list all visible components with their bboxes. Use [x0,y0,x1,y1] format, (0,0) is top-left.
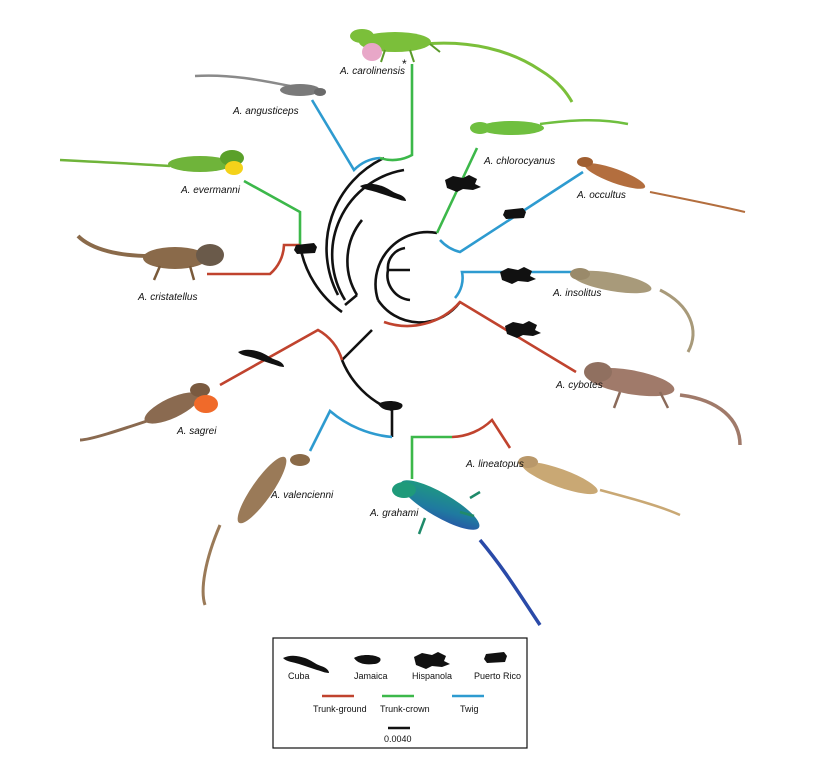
legend: Cuba Jamaica Hispanola Puerto Rico Trunk… [272,637,528,749]
branch-sagrei [219,328,344,387]
branch-cybotes [383,300,577,374]
branch-carolinensis [379,64,414,162]
hispanola-icon [414,652,450,669]
label-grahami: A. grahami [369,508,419,519]
label-valencienni: A. valencienni [270,490,334,501]
lizard-sagrei-image [79,383,218,442]
lizard-grahami-image [392,480,542,626]
label-insolitus: A. insolitus [552,288,601,299]
branch-arc [330,168,405,301]
tree-internal-branches [298,156,462,437]
label-carolinensis-star: * [402,57,407,71]
lizard-cybotes-image [584,362,742,446]
branch-arc [386,246,406,271]
legend-trunk-ground-label: Trunk-ground [313,704,367,714]
lizard-carolinensis-image [350,29,574,103]
branch-evermanni [243,179,302,245]
label-evermanni: A. evermanni [180,185,241,196]
branch-arc [386,269,411,302]
cuba-silhouette-marker [238,349,284,367]
tree-ecomorph-branches [207,64,584,479]
legend-trunk-crown-label: Trunk-crown [380,704,430,714]
lizard-angusticeps-image [194,74,326,96]
jamaica-silhouette-marker [378,401,403,411]
branch-arc [325,156,385,296]
branch-lineatopus [451,417,512,449]
lizard-chlorocyanus-image [470,119,629,135]
puerto-rico-icon [484,652,507,663]
branch-arc [374,230,438,301]
branch-stem [341,329,373,361]
label-sagrei: A. sagrei [176,426,217,437]
legend-scale-label: 0.0040 [384,734,412,744]
label-occultus: A. occultus [576,190,626,201]
legend-twig-label: Twig [460,704,479,714]
label-lineatopus: A. lineatopus [465,459,524,470]
label-cristatellus: A. cristatellus [137,292,197,303]
branch-cristatellus [207,243,300,276]
puerto-rico-silhouette-marker [294,243,317,254]
species-labels: A. carolinensis * A. angusticeps A. chlo… [137,57,626,519]
hispanola-silhouette-marker [500,267,536,284]
branch-angusticeps [310,99,381,173]
branch-insolitus [453,270,574,299]
label-chlorocyanus: A. chlorocyanus [483,156,555,167]
lizard-cristatellus-image [76,234,224,281]
branch-grahami [410,435,452,479]
tree-island-markers [238,175,541,411]
hispanola-silhouette-marker [445,175,481,192]
lizard-insolitus-image [570,268,695,353]
branch-arc [346,219,364,296]
cuba-silhouette-marker [360,183,406,201]
label-carolinensis: A. carolinensis [339,66,405,77]
lizard-valencienni-image [201,454,310,606]
hispanola-silhouette-marker [505,321,541,338]
cuba-icon [283,655,329,673]
legend-cuba-label: Cuba [288,671,310,681]
lizard-lineatopus-image [518,456,681,517]
legend-hispanola-label: Hispanola [412,671,452,681]
jamaica-icon [354,655,381,665]
branch-arc [376,299,462,324]
branch-occultus [439,170,584,254]
label-angusticeps: A. angusticeps [232,106,299,117]
legend-jamaica-label: Jamaica [354,671,388,681]
legend-frame [272,637,528,749]
branch-valencienni [308,408,393,452]
puerto-rico-silhouette-marker [503,208,526,219]
branch-stem [344,294,358,306]
legend-puerto-rico-label: Puerto Rico [474,671,521,681]
lizard-occultus-image [577,157,746,213]
lizard-evermanni-image [59,150,244,175]
label-cybotes: A. cybotes [555,380,603,391]
